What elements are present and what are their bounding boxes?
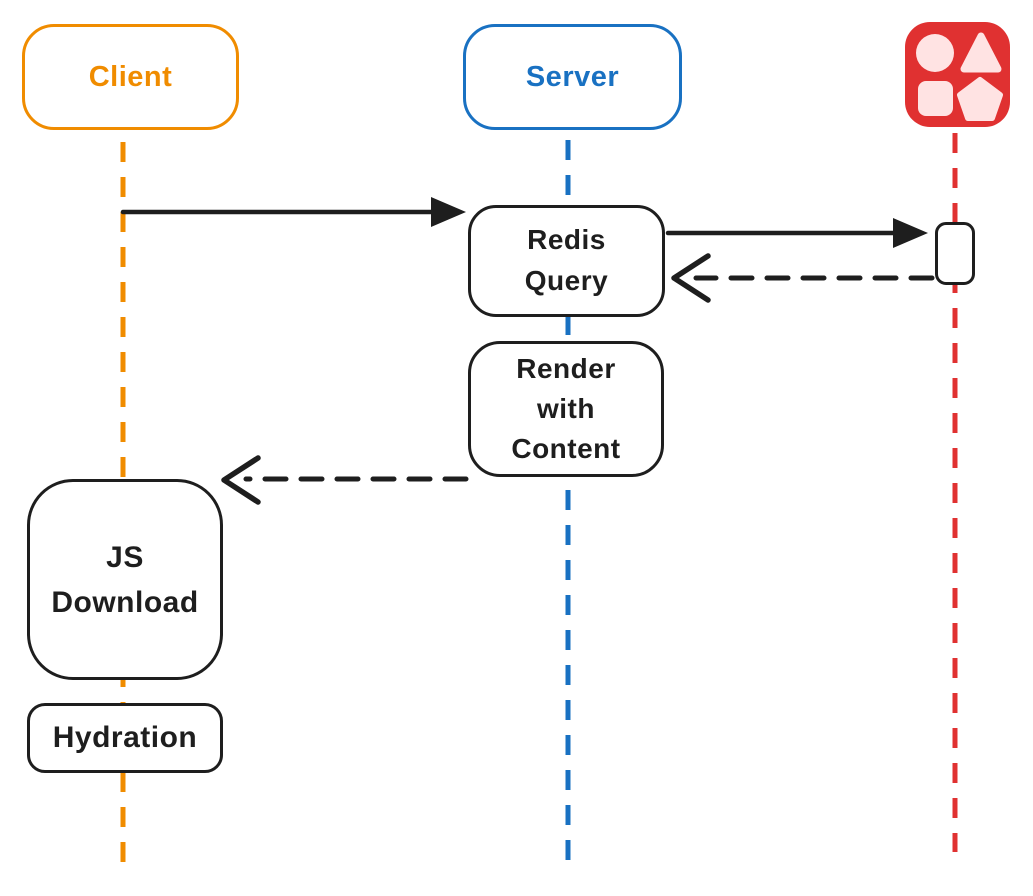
arrow-render-to-js-download [221,455,469,505]
node-render-with-content-label: Render with Content [511,352,621,465]
actor-client-label: Client [88,60,173,93]
icon-circle-shape [916,34,954,72]
arrowhead-open [221,455,261,505]
actor-client: Client [22,24,239,130]
node-js-download: JS Download [27,479,223,680]
node-hydration-label: Hydration [52,721,198,755]
node-hydration: Hydration [27,703,223,773]
arrow-redis-query-to-store [665,218,928,248]
actor-server-label: Server [525,60,620,93]
shapes-icon [905,22,1010,127]
arrowhead-solid [893,218,928,248]
arrow-store-to-redis-query [671,253,935,303]
node-redis-query-label: Redis Query [524,224,609,296]
arrowhead-solid [431,197,466,227]
icon-pentagon-shape [957,77,1003,121]
node-js-download-label: JS Download [51,540,199,619]
arrowhead-open [671,253,711,303]
node-redis-query: Redis Query [468,205,665,317]
icon-triangle-shape [960,32,1002,73]
store-activation-box [935,222,975,285]
icon-square-shape [918,81,953,116]
actor-server: Server [463,24,682,130]
arrow-client-to-redis-query [120,197,466,227]
node-render-with-content: Render with Content [468,341,664,477]
